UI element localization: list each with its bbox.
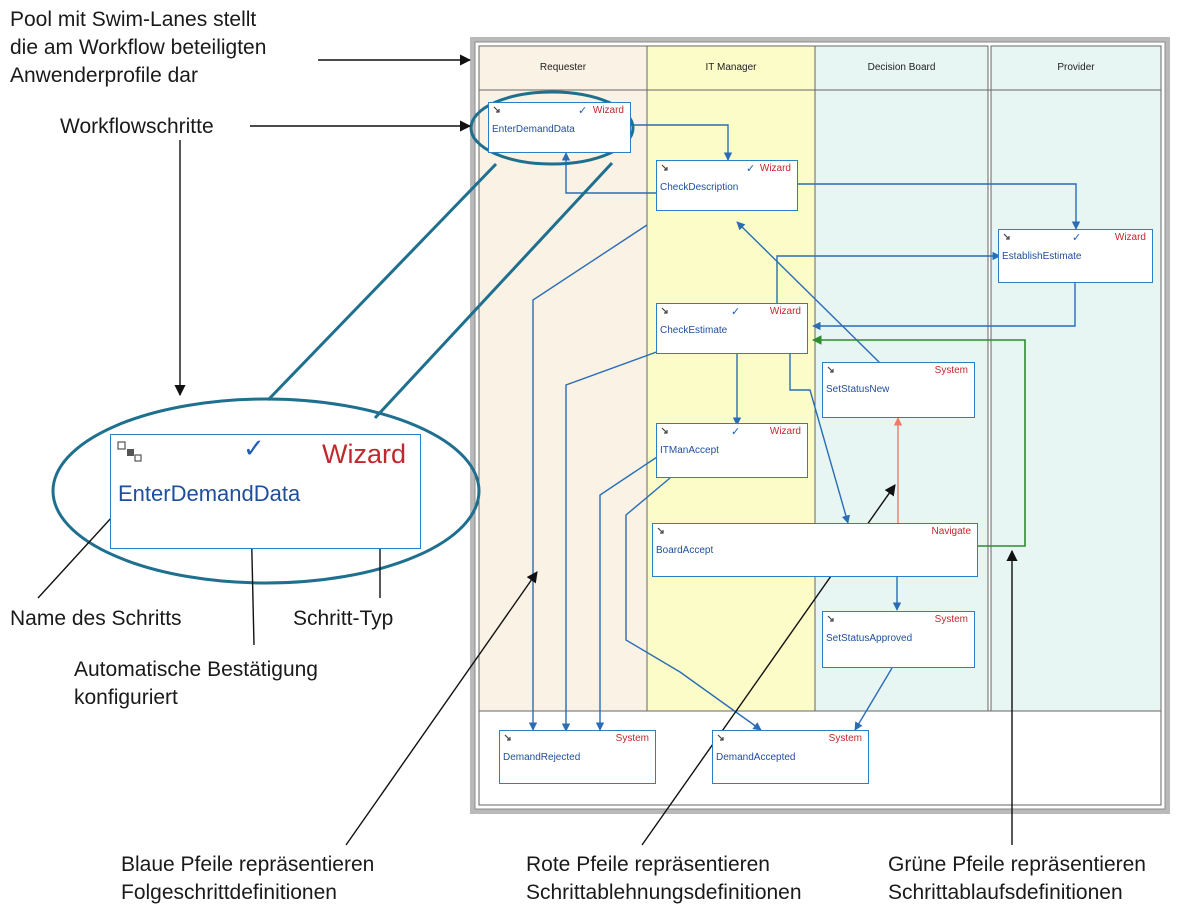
highlight-ellipse-large [51,397,481,585]
step-demand-rejected[interactable]: System DemandRejected [499,730,656,784]
step-type-label: System [934,365,968,376]
arrow-enterdemand-to-checkdescription [630,124,733,161]
arrow-checkestimate-to-boardaccept [789,354,850,524]
zoom-connector-right [373,161,614,420]
step-name-label: BoardAccept [656,545,714,556]
step-type-label: Wizard [592,105,624,116]
auto-confirm-check-icon: ✓ [243,433,265,463]
step-type-label: System [615,733,649,744]
leader-blue [345,571,538,846]
step-link-icon [1003,233,1010,240]
auto-confirm-check-icon: ✓ [731,306,741,318]
step-type-label: Wizard [1114,232,1146,243]
step-type-label: Wizard [769,426,801,437]
annotation-pool-line2: die am Workflow beteiligten [10,36,267,59]
lane-title-decision-board: Decision Board [867,62,936,73]
lane-title-it-manager: IT Manager [705,62,757,73]
step-name-label: EnterDemandData [118,481,301,506]
step-board-accept[interactable]: Navigate BoardAccept [652,523,978,577]
step-name-label: ITManAccept [660,445,719,456]
step-establish-estimate[interactable]: ✓ Wizard EstablishEstimate [998,229,1153,283]
step-link-icon [504,734,511,741]
step-enter-demand-data[interactable]: ✓ Wizard EnterDemandData [488,102,631,153]
step-set-status-new[interactable]: System SetStatusNew [822,362,975,418]
lane-title-provider: Provider [1057,62,1095,73]
zoomed-step-enter-demand-data: ✓ Wizard EnterDemandData [110,433,421,549]
step-link-icon [117,441,142,462]
auto-confirm-check-icon: ✓ [578,105,588,117]
annotation-green-line2: Schrittablaufsdefinitionen [888,881,1123,904]
highlight-group [51,90,635,585]
step-type-label: Navigate [931,526,971,537]
step-name-label: DemandAccepted [716,752,796,763]
step-link-icon [827,615,834,622]
step-check-description[interactable]: ✓ Wizard CheckDescription [656,160,798,211]
step-name-label: EstablishEstimate [1002,251,1082,262]
step-name-label: CheckEstimate [660,325,728,336]
annotation-step-type: Schritt-Typ [293,607,394,630]
arrow-checkestimate-to-establish [776,251,1001,303]
step-link-icon [493,106,500,113]
annotation-auto-confirm-line2: konfiguriert [74,686,178,709]
auto-confirm-check-icon: ✓ [731,426,741,438]
arrow-checkdescription-to-enterdemand [561,152,658,194]
step-type-label: System [828,733,862,744]
step-link-icon [661,164,668,171]
green-arrow-boardaccept-to-checkestimate [812,335,1026,547]
arrow-checkestimate-to-demandrejected [561,349,663,732]
step-name-label: EnterDemandData [492,124,575,135]
annotation-blue-line2: Folgeschrittdefinitionen [121,881,337,904]
step-type-label: Wizard [759,163,791,174]
annotation-auto-confirm-line1: Automatische Bestätigung [74,658,318,681]
step-link-icon [827,366,834,373]
arrow-establish-to-checkestimate [812,283,1076,331]
arrow-checkdescription-to-demandrejected [528,224,648,731]
leader-step-name [37,504,124,599]
step-name-label: SetStatusApproved [826,633,913,644]
step-link-icon [661,307,668,314]
annotation-pool-line1: Pool mit Swim-Lanes stellt [10,8,257,31]
auto-confirm-check-icon: ✓ [1072,232,1082,244]
arrow-setstatusapproved-to-demandaccepted [854,667,893,731]
step-type-label: System [934,614,968,625]
step-link-icon [717,734,724,741]
step-check-estimate[interactable]: ✓ Wizard CheckEstimate [656,303,808,354]
step-itman-accept[interactable]: ✓ Wizard ITManAccept [656,423,808,478]
annotation-pool-line3: Anwenderprofile dar [10,64,198,87]
step-set-status-approved[interactable]: System SetStatusApproved [822,611,975,668]
step-name-label: CheckDescription [660,182,739,193]
step-name-label: SetStatusNew [826,384,890,395]
step-type-label: Wizard [321,439,406,469]
annotation-red-line2: Schrittablehnungsdefinitionen [526,881,802,904]
step-link-icon [657,527,664,534]
zoom-connector-left [266,162,498,402]
lane-provider [990,45,1162,712]
step-name-label: DemandRejected [503,752,581,763]
step-type-label: Wizard [769,306,801,317]
annotation-step-name: Name des Schritts [10,607,182,630]
arrow-checkdescription-to-establish [798,183,1081,230]
arrow-itmanaccept-to-demandaccepted [625,477,762,731]
step-demand-accepted[interactable]: System DemandAccepted [712,730,869,784]
step-link-icon [661,427,668,434]
annotation-blue-line1: Blaue Pfeile repräsentieren [121,853,375,876]
annotation-workflow-steps: Workflowschritte [60,115,214,138]
annotation-red-line1: Rote Pfeile repräsentieren [526,853,770,876]
auto-confirm-check-icon: ✓ [746,163,756,175]
blue-arrows [528,124,1081,732]
lane-title-requester: Requester [539,62,587,73]
arrow-itmanaccept-to-demandrejected [595,454,661,731]
annotation-green-line1: Grüne Pfeile repräsentieren [888,853,1146,876]
